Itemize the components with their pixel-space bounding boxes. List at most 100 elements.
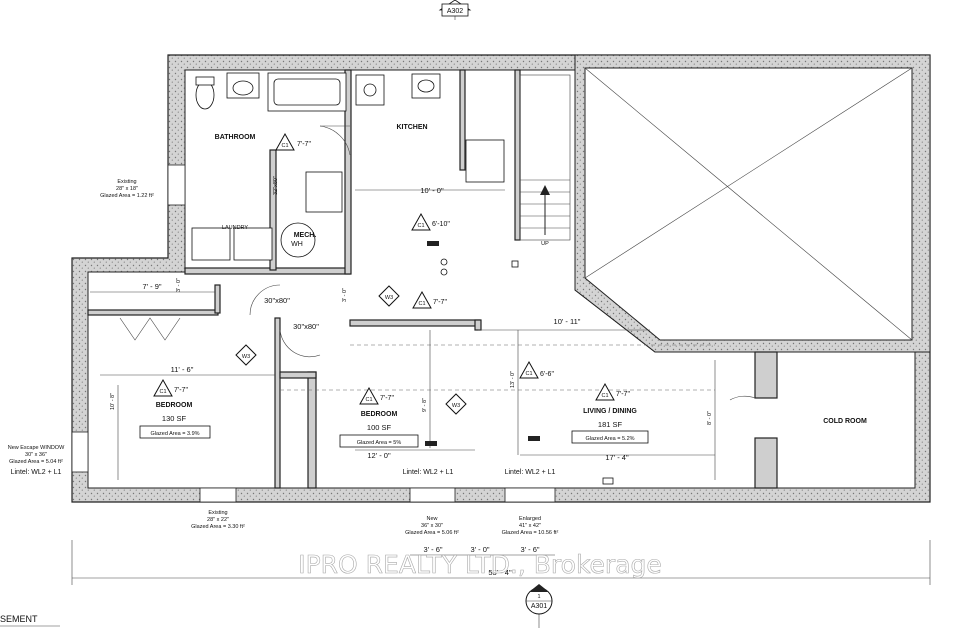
window-tag-bed2: W3: [445, 393, 467, 415]
stair-up-label: UP: [541, 241, 549, 247]
ceiling-tag-living: C1 7'-7": [595, 382, 630, 401]
window-tag-hall: W3: [378, 285, 400, 307]
svg-text:W3: W3: [242, 354, 250, 360]
dim-cold-room-height: 8' - 0": [707, 411, 713, 425]
note-new-escape: New Escape WINDOW 30" x 36" Glazed Area …: [8, 445, 65, 476]
dim-bed2-height: 9' - 8": [422, 398, 428, 412]
dim-living-top: 10' - 11": [554, 317, 581, 326]
svg-text:C1: C1: [417, 223, 424, 229]
note-new-bottom: New 36" x 30" Glazed Area = 5.06 ft²: [405, 516, 459, 536]
svg-text:7'-7": 7'-7": [297, 141, 311, 148]
ceiling-tag-bath: C1 7'-7": [275, 132, 311, 151]
wh-label: WH: [291, 241, 303, 248]
svg-text:41" x 42": 41" x 42": [519, 523, 541, 529]
svg-text:W3: W3: [452, 403, 460, 409]
note-existing-top: Existing 28" x 18" Glazed Area = 1.22 ft…: [100, 179, 154, 199]
dim-kitchen-width: 10' - 0": [420, 186, 444, 195]
svg-text:Enlarged: Enlarged: [519, 516, 541, 522]
bedroom2-glazed-box: [339, 434, 419, 448]
bathroom-label: BATHROOM: [215, 134, 256, 141]
bedroom1-sf: 130 SF: [162, 414, 187, 423]
ceiling-tag-hall: C1 7'-7": [412, 290, 447, 309]
section-ref-top: A302: [447, 8, 463, 15]
svg-text:Glazed Area = 1.22 ft²: Glazed Area = 1.22 ft²: [100, 193, 154, 199]
dim-living-height: 13' - 0": [510, 371, 516, 388]
living-glazed: Glazed Area = 5.2%: [585, 436, 634, 442]
foundation-walls: [71, 54, 931, 503]
dim-living-width: 17' - 4": [605, 453, 629, 462]
dim-bed1-width: 11' - 6": [171, 365, 194, 374]
section-ref-bottom-num: 1: [537, 594, 540, 600]
bedroom2-label: BEDROOM: [361, 411, 398, 418]
svg-text:Glazed Area = 5.06 ft²: Glazed Area = 5.06 ft²: [405, 530, 459, 536]
lintel-left: Lintel: WL2 + L1: [11, 469, 62, 476]
dim-bed1-height: 10' - 8": [110, 393, 116, 410]
svg-text:30" x 36": 30" x 36": [25, 452, 47, 458]
svg-text:28" x 18": 28" x 18": [116, 186, 138, 192]
svg-text:C1: C1: [601, 393, 608, 399]
svg-text:Glazed Area = 10.56 ft²: Glazed Area = 10.56 ft²: [502, 530, 559, 536]
lintel-living: Lintel: WL2 + L1: [505, 469, 556, 476]
svg-text:C1: C1: [525, 371, 532, 377]
section-ref-bottom-sheet: A301: [531, 603, 547, 610]
dim-bed2-width: 12' - 0": [367, 451, 391, 460]
bedroom2-glazed: Glazed Area = 5%: [357, 440, 402, 446]
svg-text:6'-10": 6'-10": [432, 221, 450, 228]
dim-bottom-a: 3' - 6": [423, 545, 442, 554]
bedroom1-label: BEDROOM: [156, 402, 193, 409]
svg-text:C1: C1: [159, 389, 166, 395]
living-sf: 181 SF: [598, 420, 623, 429]
living-label: LIVING / DINING: [583, 408, 637, 415]
svg-text:Glazed Area = 5.04 ft²: Glazed Area = 5.04 ft²: [9, 459, 63, 465]
dim-door1: 30"x80": [264, 296, 290, 305]
dim-hall-depth: 3' - 0": [342, 288, 348, 302]
dimension-lines: [71, 189, 931, 585]
window-tag-bed1: W3: [235, 344, 257, 366]
svg-text:6'-6": 6'-6": [540, 371, 554, 378]
svg-text:28" x 22": 28" x 22": [207, 517, 229, 523]
dashed-guides: [280, 344, 715, 391]
stair: UP: [519, 74, 571, 247]
doors: [119, 125, 756, 401]
svg-text:C1: C1: [418, 301, 425, 307]
svg-text:7'-7": 7'-7": [174, 387, 188, 394]
note-enlarged-bottom: Enlarged 41" x 42" Glazed Area = 10.56 f…: [502, 516, 559, 536]
svg-text:Existing: Existing: [117, 179, 136, 185]
dim-overall: 53' - 4": [488, 568, 512, 577]
bathroom-fixtures: [195, 72, 505, 183]
dim-door2: 30"x80": [293, 322, 319, 331]
svg-text:C1: C1: [365, 397, 372, 403]
svg-text:New Escape WINDOW: New Escape WINDOW: [8, 445, 65, 451]
ceiling-tag-living-c1: C1 6'-6": [519, 360, 554, 379]
svg-text:New: New: [426, 516, 437, 522]
laundry-machines: [191, 171, 343, 261]
kitchen-label: KITCHEN: [396, 124, 427, 131]
electrical-marks: [425, 241, 614, 485]
dim-bottom-b: 3' - 0": [470, 545, 489, 554]
svg-text:Existing: Existing: [208, 510, 227, 516]
svg-text:7'-7": 7'-7": [616, 391, 630, 398]
interior-walls: [71, 69, 778, 503]
lintel-bed2: Lintel: WL2 + L1: [403, 469, 454, 476]
svg-text:W3: W3: [385, 295, 393, 301]
ceiling-tag-bed2: C1 7'-7": [359, 386, 394, 405]
note-existing-bottom: Existing 28" x 22" Glazed Area = 3.30 ft…: [191, 510, 245, 530]
svg-text:36" x 30": 36" x 30": [421, 523, 443, 529]
view-title-partial: SEMENT: [0, 614, 38, 624]
dim-bottom-c: 3' - 6": [520, 545, 539, 554]
dim-closet-depth: 3' - 0": [176, 278, 182, 292]
svg-text:Glazed Area = 3.30 ft²: Glazed Area = 3.30 ft²: [191, 524, 245, 530]
svg-text:7'-7": 7'-7": [380, 395, 394, 402]
svg-text:C1: C1: [281, 143, 288, 149]
ceiling-tag-bed1: C1 7'-7": [153, 378, 188, 397]
dim-closet-width: 7' - 9": [142, 282, 161, 291]
laundry-label: LAUNDRY: [222, 225, 249, 231]
section-marker-top: A302: [438, 0, 472, 20]
section-marker-bottom: 1 A301: [525, 584, 553, 628]
cold-room-label: COLD ROOM: [823, 418, 867, 425]
ceiling-tag-kitchen: C1 6'-10": [411, 212, 450, 231]
svg-text:7'-7": 7'-7": [433, 299, 447, 306]
dim-door-mech: 32"x80": [273, 176, 279, 195]
mech-label: MECH.: [294, 232, 317, 239]
